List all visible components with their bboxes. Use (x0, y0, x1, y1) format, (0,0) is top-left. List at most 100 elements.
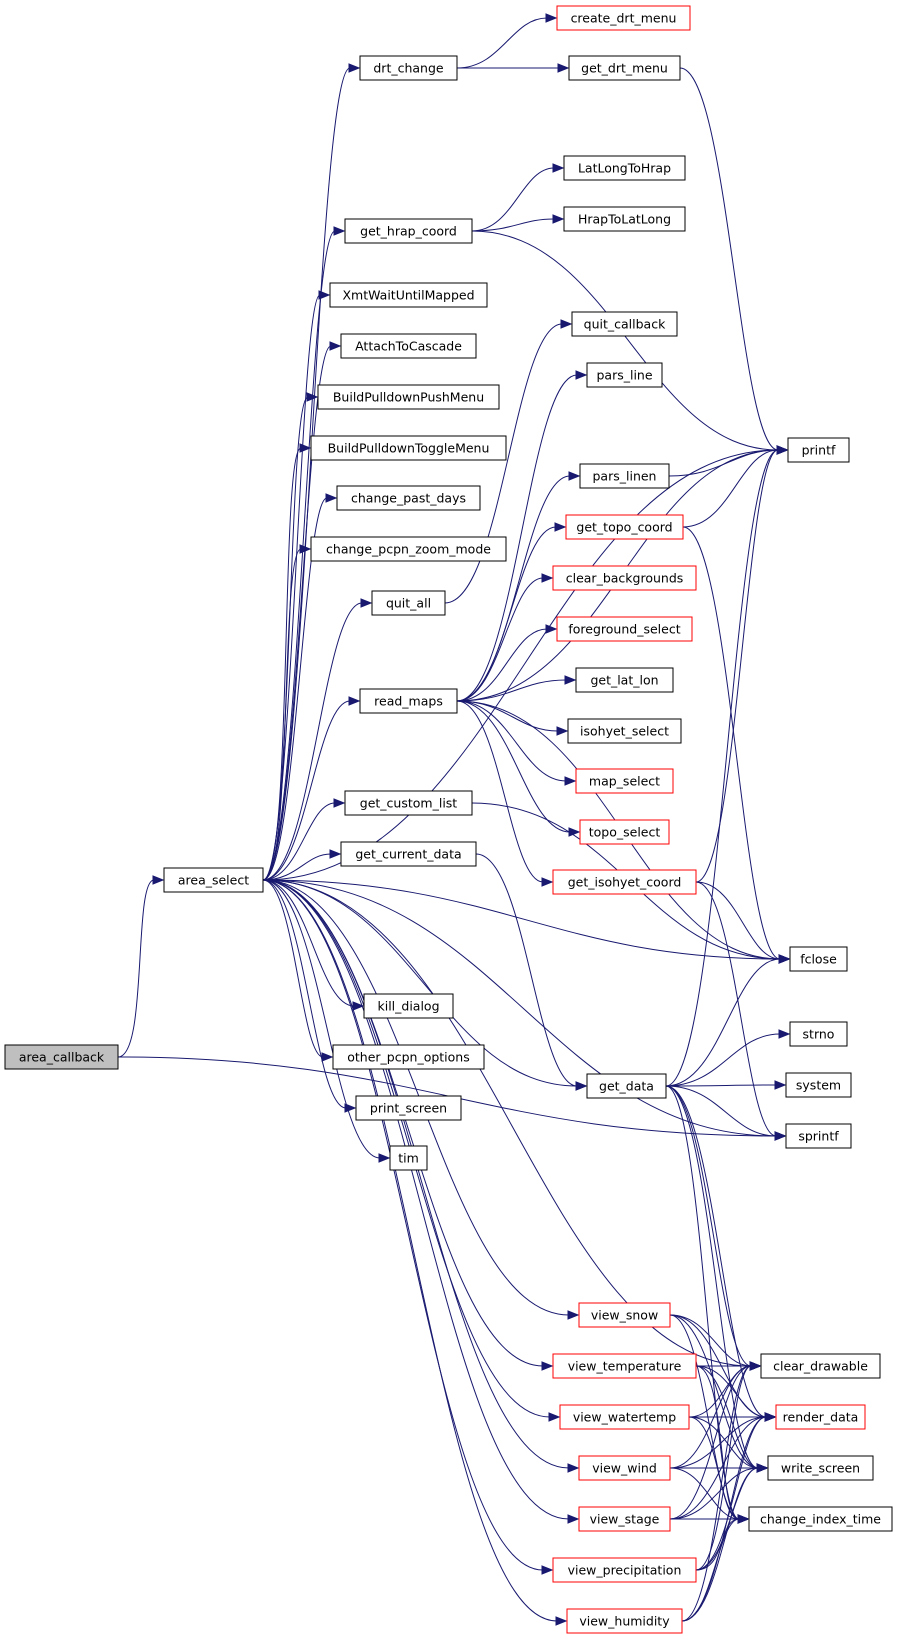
node-write-screen[interactable]: write_screen (767, 1455, 874, 1481)
node-area-select[interactable]: area_select (163, 867, 264, 893)
node-get-custom-list[interactable]: get_custom_list (344, 790, 473, 816)
node-view-wind-box[interactable] (578, 1455, 671, 1481)
node-create-drt-menu[interactable]: create_drt_menu (556, 5, 691, 31)
node-view-humidity-box[interactable] (566, 1608, 683, 1634)
node-strno[interactable]: strno (789, 1021, 848, 1047)
node-clear-backgrounds-box[interactable] (552, 565, 697, 591)
node-pars-linen[interactable]: pars_linen (579, 463, 670, 489)
node-lat-long-to-hrap-box[interactable] (563, 155, 686, 181)
node-change-pcpn-zoom-mode-box[interactable] (310, 536, 507, 562)
node-get-data[interactable]: get_data (586, 1073, 667, 1099)
node-create-drt-menu-box[interactable] (556, 5, 691, 31)
node-change-index-time[interactable]: change_index_time (748, 1506, 893, 1532)
node-attach-to-cascade-box[interactable] (340, 333, 477, 359)
node-sprintf-box[interactable] (785, 1123, 852, 1149)
node-drt-change[interactable]: drt_change (359, 55, 458, 81)
node-get-topo-coord-box[interactable] (565, 514, 684, 540)
node-foreground-select-box[interactable] (556, 616, 693, 642)
node-change-past-days-box[interactable] (336, 485, 481, 511)
node-view-watertemp-box[interactable] (559, 1404, 690, 1430)
node-clear-drawable-box[interactable] (760, 1353, 881, 1379)
node-pars-linen-box[interactable] (579, 463, 670, 489)
node-render-data-box[interactable] (775, 1404, 866, 1430)
node-view-temperature[interactable]: view_temperature (552, 1353, 697, 1379)
node-clear-drawable[interactable]: clear_drawable (760, 1353, 881, 1379)
node-get-isohyet-coord[interactable]: get_isohyet_coord (552, 869, 697, 895)
node-view-precipitation-box[interactable] (552, 1557, 697, 1583)
node-view-watertemp[interactable]: view_watertemp (559, 1404, 690, 1430)
node-view-snow-box[interactable] (578, 1302, 671, 1328)
node-isohyet-select[interactable]: isohyet_select (567, 718, 682, 744)
node-fclose[interactable]: fclose (789, 946, 848, 972)
node-view-precipitation[interactable]: view_precipitation (552, 1557, 697, 1583)
node-kill-dialog-box[interactable] (363, 993, 454, 1019)
node-view-stage-box[interactable] (578, 1506, 671, 1532)
node-topo-select-box[interactable] (579, 819, 670, 845)
node-fclose-box[interactable] (789, 946, 848, 972)
node-build-pulldown-push-menu-box[interactable] (317, 384, 500, 410)
node-area-callback-box[interactable] (4, 1044, 119, 1070)
node-xmt-wait-until-mapped-box[interactable] (329, 282, 488, 308)
node-other-pcpn-options[interactable]: other_pcpn_options (332, 1044, 485, 1070)
node-get-data-box[interactable] (586, 1073, 667, 1099)
node-strno-box[interactable] (789, 1021, 848, 1047)
node-get-drt-menu[interactable]: get_drt_menu (568, 55, 681, 81)
node-write-screen-box[interactable] (767, 1455, 874, 1481)
node-system-box[interactable] (785, 1072, 852, 1098)
node-get-isohyet-coord-box[interactable] (552, 869, 697, 895)
node-printf-box[interactable] (787, 437, 850, 463)
node-view-stage[interactable]: view_stage (578, 1506, 671, 1532)
node-get-hrap-coord[interactable]: get_hrap_coord (344, 218, 473, 244)
node-read-maps-box[interactable] (359, 688, 458, 714)
node-attach-to-cascade[interactable]: AttachToCascade (340, 333, 477, 359)
node-clear-backgrounds[interactable]: clear_backgrounds (552, 565, 697, 591)
node-map-select[interactable]: map_select (575, 768, 674, 794)
node-xmt-wait-until-mapped[interactable]: XmtWaitUntilMapped (329, 282, 488, 308)
node-view-wind[interactable]: view_wind (578, 1455, 671, 1481)
node-get-hrap-coord-box[interactable] (344, 218, 473, 244)
node-change-past-days[interactable]: change_past_days (336, 485, 481, 511)
node-get-current-data-box[interactable] (340, 841, 477, 867)
node-change-pcpn-zoom-mode[interactable]: change_pcpn_zoom_mode (310, 536, 507, 562)
node-view-temperature-box[interactable] (552, 1353, 697, 1379)
node-build-pulldown-toggle-menu-box[interactable] (310, 435, 507, 461)
node-quit-all-box[interactable] (371, 590, 446, 616)
node-get-custom-list-box[interactable] (344, 790, 473, 816)
node-isohyet-select-box[interactable] (567, 718, 682, 744)
node-view-humidity[interactable]: view_humidity (566, 1608, 683, 1634)
node-render-data[interactable]: render_data (775, 1404, 866, 1430)
node-quit-callback-box[interactable] (571, 311, 678, 337)
node-kill-dialog[interactable]: kill_dialog (363, 993, 454, 1019)
node-topo-select[interactable]: topo_select (579, 819, 670, 845)
node-quit-all[interactable]: quit_all (371, 590, 446, 616)
node-hrap-to-lat-long-box[interactable] (563, 206, 686, 232)
node-build-pulldown-toggle-menu[interactable]: BuildPulldownToggleMenu (310, 435, 507, 461)
node-pars-line-box[interactable] (586, 362, 663, 388)
node-other-pcpn-options-box[interactable] (332, 1044, 485, 1070)
node-map-select-box[interactable] (575, 768, 674, 794)
node-quit-callback[interactable]: quit_callback (571, 311, 678, 337)
node-read-maps[interactable]: read_maps (359, 688, 458, 714)
node-print-screen-box[interactable] (355, 1095, 462, 1121)
node-tim-box[interactable] (389, 1145, 428, 1171)
node-pars-line[interactable]: pars_line (586, 362, 663, 388)
node-build-pulldown-push-menu[interactable]: BuildPulldownPushMenu (317, 384, 500, 410)
node-foreground-select[interactable]: foreground_select (556, 616, 693, 642)
node-view-snow[interactable]: view_snow (578, 1302, 671, 1328)
node-print-screen[interactable]: print_screen (355, 1095, 462, 1121)
node-get-topo-coord[interactable]: get_topo_coord (565, 514, 684, 540)
node-area-callback[interactable]: area_callback (4, 1044, 119, 1070)
node-lat-long-to-hrap[interactable]: LatLongToHrap (563, 155, 686, 181)
node-printf[interactable]: printf (787, 437, 850, 463)
node-get-lat-lon-box[interactable] (575, 667, 674, 693)
node-drt-change-box[interactable] (359, 55, 458, 81)
node-get-current-data[interactable]: get_current_data (340, 841, 477, 867)
node-get-lat-lon[interactable]: get_lat_lon (575, 667, 674, 693)
node-change-index-time-box[interactable] (748, 1506, 893, 1532)
node-get-drt-menu-box[interactable] (568, 55, 681, 81)
node-sprintf[interactable]: sprintf (785, 1123, 852, 1149)
node-area-select-box[interactable] (163, 867, 264, 893)
node-system[interactable]: system (785, 1072, 852, 1098)
node-tim[interactable]: tim (389, 1145, 428, 1171)
node-hrap-to-lat-long[interactable]: HrapToLatLong (563, 206, 686, 232)
